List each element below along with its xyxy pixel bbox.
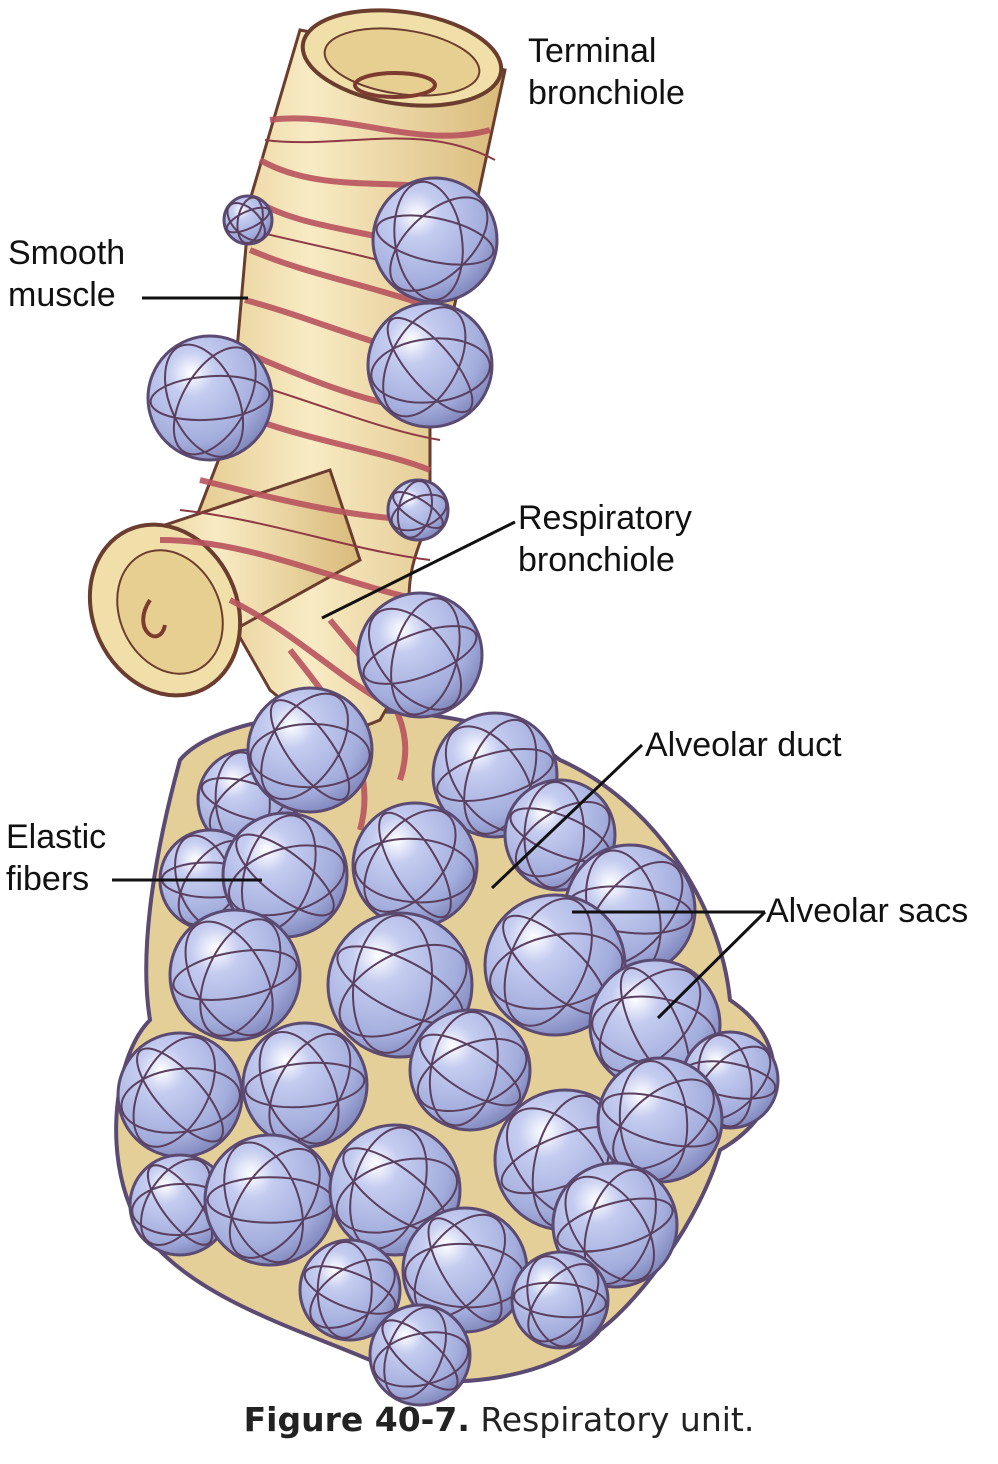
label-elastic-fibers: Elastic fibers <box>6 816 106 900</box>
leader-line-respiratory-bronchiole <box>321 520 516 620</box>
label-line: bronchiole <box>528 74 685 112</box>
label-line: bronchiole <box>518 541 675 579</box>
alveolus <box>510 1250 610 1350</box>
label-line: Alveolar duct <box>645 726 842 764</box>
label-smooth-muscle: Smooth muscle <box>8 232 125 316</box>
alveolus <box>551 1161 679 1289</box>
figure-title: Respiratory unit. <box>480 1400 755 1439</box>
label-line: Terminal <box>528 32 657 70</box>
label-line: muscle <box>8 276 116 314</box>
alveolus <box>246 686 374 814</box>
leader-line-alveolar-sacs-2 <box>656 910 767 1020</box>
alveolus <box>483 893 627 1037</box>
alveolus <box>366 301 494 429</box>
label-line: Smooth <box>8 234 126 272</box>
label-line: Alveolar sacs <box>766 892 969 930</box>
label-line: fibers <box>6 860 90 898</box>
label-line: Elastic <box>6 818 107 856</box>
alveoli-group <box>116 176 780 1407</box>
label-line: Respiratory <box>518 499 692 537</box>
leader-line-alveolar-duct <box>490 743 644 890</box>
alveolus <box>408 1008 532 1132</box>
alveolus <box>222 194 274 246</box>
label-terminal-bronchiole: Terminal bronchiole <box>528 30 685 114</box>
alveolus <box>368 1303 472 1407</box>
alveolus <box>298 1238 402 1342</box>
label-respiratory-bronchiole: Respiratory bronchiole <box>518 497 692 581</box>
alveolus <box>146 334 274 462</box>
label-alveolar-sacs: Alveolar sacs <box>766 890 968 932</box>
alveolus <box>356 591 484 719</box>
alveolus <box>168 908 302 1042</box>
figure-number: Figure 40-7. <box>243 1400 470 1439</box>
label-alveolar-duct: Alveolar duct <box>645 724 842 766</box>
leader-lines <box>112 296 767 1020</box>
alveolus <box>386 478 450 542</box>
figure-caption: Figure 40-7. Respiratory unit. <box>0 1400 998 1439</box>
